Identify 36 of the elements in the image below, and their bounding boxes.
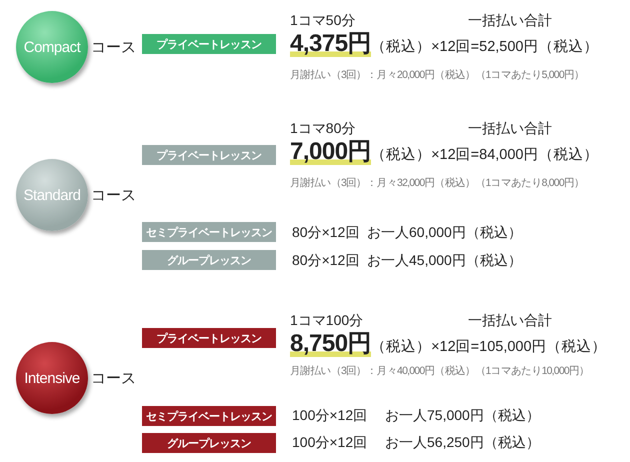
course-circle [16, 159, 88, 231]
monthly-note: 月謝払い（3回）：月々32,000円（税込）（1コマあたり8,000円） [290, 176, 584, 190]
course-circle [16, 11, 88, 83]
monthly-note: 月謝払い（3回）：月々20,000円（税込）（1コマあたり5,000円） [290, 68, 584, 82]
per-person-price: お一人56,250円（税込） [385, 434, 540, 452]
course-suffix: コース [91, 369, 136, 388]
lesson-type-label: グループレッスン [142, 433, 276, 453]
duration-text: 1コマ80分 [290, 120, 356, 138]
per-person-price: お一人60,000円（税込） [367, 224, 522, 242]
duration-text: 1コマ100分 [290, 312, 364, 330]
lesson-type-label: セミプライベートレッスン [142, 222, 276, 242]
duration-text: 1コマ50分 [290, 12, 356, 30]
per-person-price: お一人75,000円（税込） [385, 407, 540, 425]
course-name: Intensive [24, 370, 80, 386]
total-heading: 一括払い合計 [468, 120, 552, 138]
course-name: Standard [24, 186, 80, 204]
per-person-price: お一人45,000円（税込） [367, 252, 522, 270]
lesson-type-label: プライベートレッスン [142, 34, 276, 54]
lesson-type-label: グループレッスン [142, 250, 276, 270]
lesson-type-label: セミプライベートレッスン [142, 406, 276, 426]
total-heading: 一括払い合計 [468, 12, 552, 30]
total-heading: 一括払い合計 [468, 312, 552, 330]
lesson-type-label: プライベートレッスン [142, 145, 276, 165]
duration-text: 100分×12回 [292, 434, 368, 452]
price-text: 4,375円（税込）×12回=52,500円（税込） [290, 29, 598, 59]
price-text: 7,000円（税込）×12回=84,000円（税込） [290, 137, 598, 167]
course-suffix: コース [91, 186, 136, 205]
price-text: 8,750円（税込）×12回=105,000円（税込） [290, 329, 607, 359]
monthly-note: 月謝払い（3回）：月々40,000円（税込）（1コマあたり10,000円） [290, 364, 590, 378]
course-suffix: コース [91, 38, 136, 57]
duration-text: 80分×12回 [292, 252, 360, 270]
duration-text: 80分×12回 [292, 224, 360, 242]
course-name: Compact [24, 38, 80, 56]
duration-text: 100分×12回 [292, 407, 368, 425]
lesson-type-label: プライベートレッスン [142, 328, 276, 348]
course-circle [16, 342, 88, 414]
